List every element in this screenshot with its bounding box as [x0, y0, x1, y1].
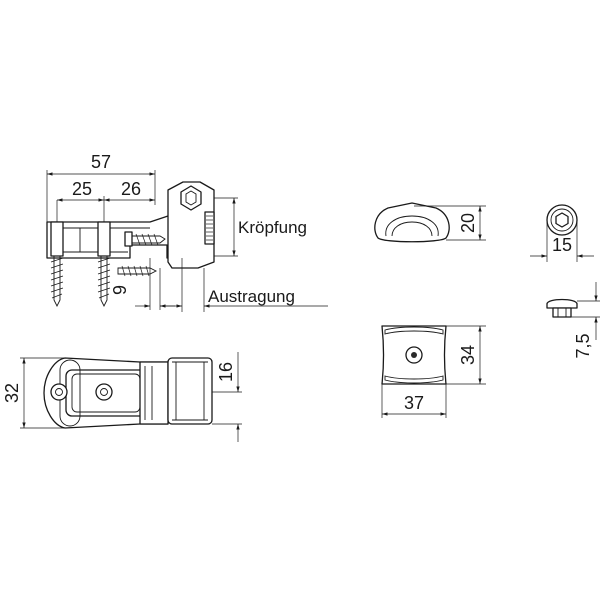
screw-left	[50, 221, 64, 308]
label-9: 9	[110, 285, 130, 295]
hinge-frame-plate	[46, 215, 183, 259]
label-57: 57	[91, 152, 111, 172]
hinge-knuckle-body	[167, 181, 215, 269]
hinge-side-view: 57 25 26 9 Kröpfung	[46, 152, 328, 312]
hinge-knuckle-top	[167, 357, 213, 425]
dim-cover-height: 20	[414, 205, 486, 241]
label-kroepfung: Kröpfung	[238, 218, 307, 237]
cover-cap-view: 20	[374, 202, 486, 243]
dim-cap-height: 7,5	[571, 282, 600, 359]
base-plate-view: 34 37	[381, 325, 486, 418]
label-austragung: Austragung	[208, 287, 295, 306]
screw-hole-2	[95, 383, 113, 401]
round-cap-view: 15 7,5	[530, 204, 600, 359]
label-34: 34	[458, 345, 478, 365]
label-15: 15	[552, 235, 572, 255]
dim-left-right-width: 25 26	[56, 179, 155, 222]
screw-hole-1	[50, 383, 68, 401]
label-20: 20	[458, 213, 478, 233]
label-32: 32	[2, 383, 22, 403]
label-26: 26	[121, 179, 141, 199]
label-16: 16	[216, 362, 236, 382]
round-cap-side	[546, 298, 578, 309]
hinge-top-view: 32 16	[2, 352, 242, 442]
dim-austragung: Austragung	[160, 258, 328, 312]
dim-overall-width: 57	[46, 152, 156, 222]
dim-base-height: 34	[446, 325, 486, 385]
dim-offset-height: 9	[110, 258, 175, 310]
dim-knuckle-height: 16	[212, 352, 242, 442]
label-7-5: 7,5	[573, 333, 593, 358]
label-25: 25	[72, 179, 92, 199]
screw-middle	[97, 221, 111, 308]
dim-base-width: 37	[381, 384, 447, 418]
dim-kroepfung: Kröpfung	[214, 197, 307, 257]
label-37: 37	[404, 393, 424, 413]
hex-socket	[180, 185, 202, 211]
dim-cap-diameter: 15	[530, 220, 594, 262]
screw-horizontal	[117, 231, 166, 277]
dim-plate-height: 32	[2, 357, 65, 429]
